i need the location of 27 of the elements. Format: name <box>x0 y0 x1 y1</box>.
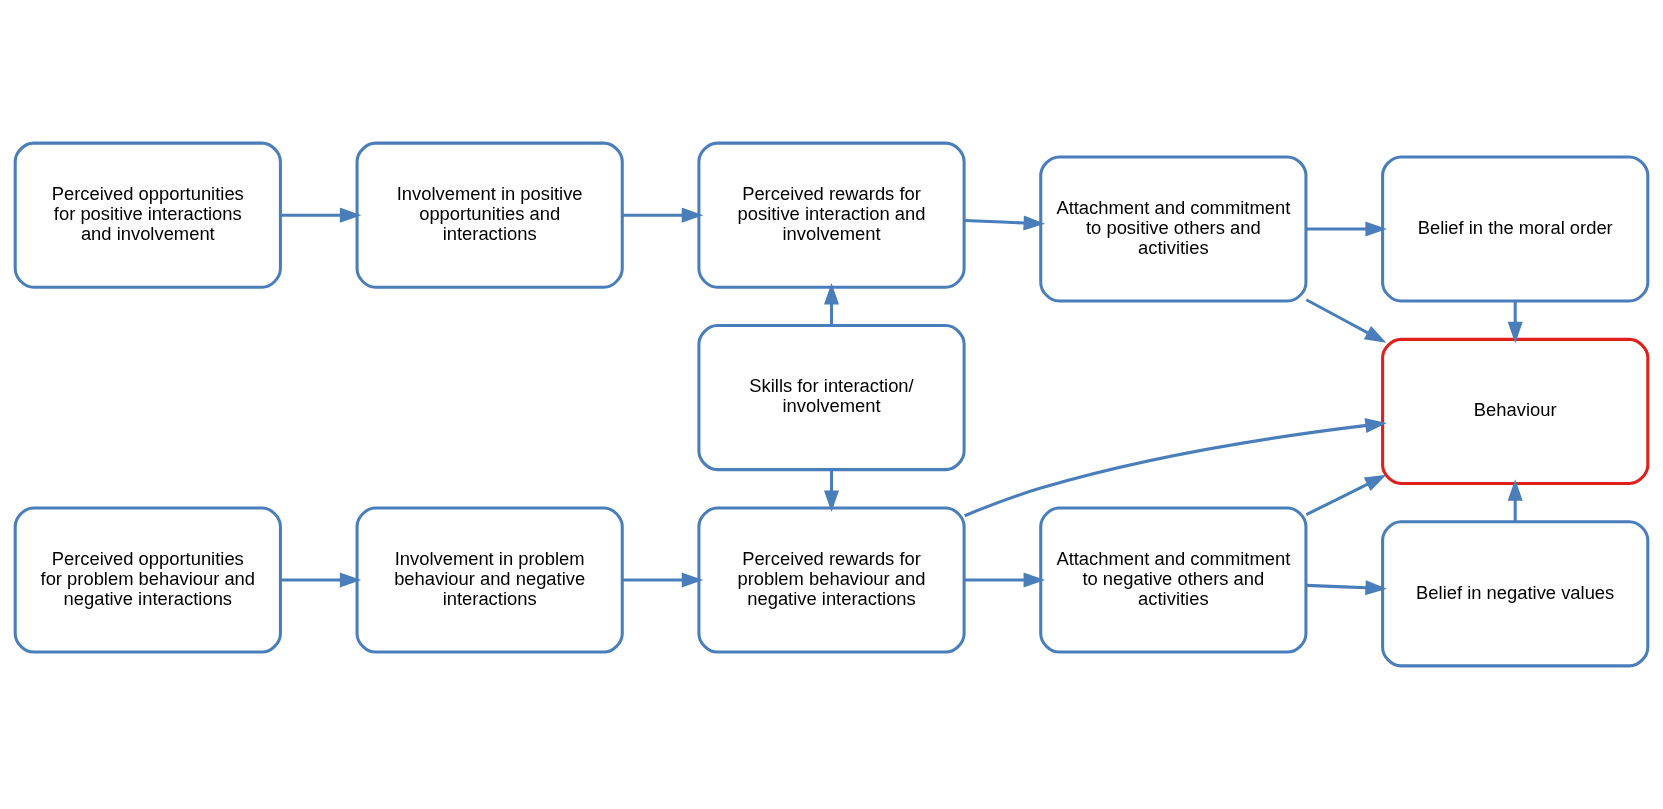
arrow <box>823 283 840 325</box>
arrow <box>1507 479 1523 522</box>
arrow <box>823 470 840 512</box>
node-box: Attachment and commitment to negative others and activities <box>1039 506 1308 654</box>
node-box: Belief in the moral order <box>1381 155 1650 303</box>
node-box: Involvement in positive opportunities and interactions <box>355 141 624 289</box>
arrow <box>622 572 704 588</box>
arrow <box>964 418 1387 518</box>
arrow <box>1306 221 1387 237</box>
node-box: Perceived rewards for problem behaviour and negative interactions <box>697 506 966 654</box>
node-box: Involvement in problem behaviour and negative interactions <box>355 506 624 654</box>
node-box: Perceived rewards for positive interaction and involvement <box>697 141 966 289</box>
node-box: Perceived opportunities for positive interactions and involvement <box>13 141 282 289</box>
node-box: Behaviour <box>1381 337 1650 485</box>
node-box: Belief in negative values <box>1381 520 1650 668</box>
arrow <box>1306 580 1387 596</box>
node-box: Perceived opportunities for problem behaviour and negative interactions <box>13 506 282 654</box>
arrow <box>1305 298 1387 343</box>
node-box: Skills for interaction/ involvement <box>697 324 966 472</box>
arrow <box>280 572 362 588</box>
arrow <box>964 572 1046 588</box>
arrow <box>622 207 704 223</box>
arrow <box>964 215 1046 231</box>
node-box: Attachment and commitment to positive others and activities <box>1039 155 1308 303</box>
arrow <box>1305 474 1387 516</box>
arrow <box>280 207 362 223</box>
arrow <box>1507 301 1523 344</box>
